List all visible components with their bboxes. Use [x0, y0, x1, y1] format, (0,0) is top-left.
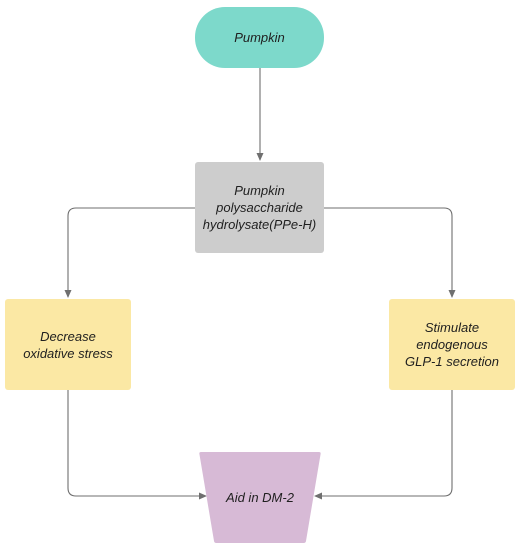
node-pumpkin-polysaccharide-hydrolysate-label: Pumpkin polysaccharide hydrolysate(PPe-H…	[202, 183, 317, 232]
node-pumpkin: Pumpkin	[195, 7, 324, 68]
node-pumpkin-label: Pumpkin	[234, 30, 285, 45]
edge-pph-to-glp1	[324, 207, 456, 298]
edge-glp1-to-dm2	[314, 390, 453, 500]
edge-pph-to-oxidative	[64, 207, 195, 298]
node-stimulate-glp1-secretion: Stimulate endogenous GLP-1 secretion	[389, 299, 515, 390]
node-pumpkin-polysaccharide-hydrolysate: Pumpkin polysaccharide hydrolysate(PPe-H…	[195, 162, 324, 253]
node-decrease-oxidative-stress: Decrease oxidative stress	[5, 299, 131, 390]
trapezoid-shape	[199, 452, 321, 543]
node-aid-in-dm2-label: Aid in DM-2	[226, 490, 294, 505]
edge-oxidative-to-dm2	[67, 390, 207, 500]
node-decrease-oxidative-stress-label: Decrease oxidative stress	[23, 328, 113, 361]
node-aid-in-dm2: Aid in DM-2	[197, 452, 323, 543]
node-stimulate-glp1-secretion-label: Stimulate endogenous GLP-1 secretion	[405, 320, 499, 369]
